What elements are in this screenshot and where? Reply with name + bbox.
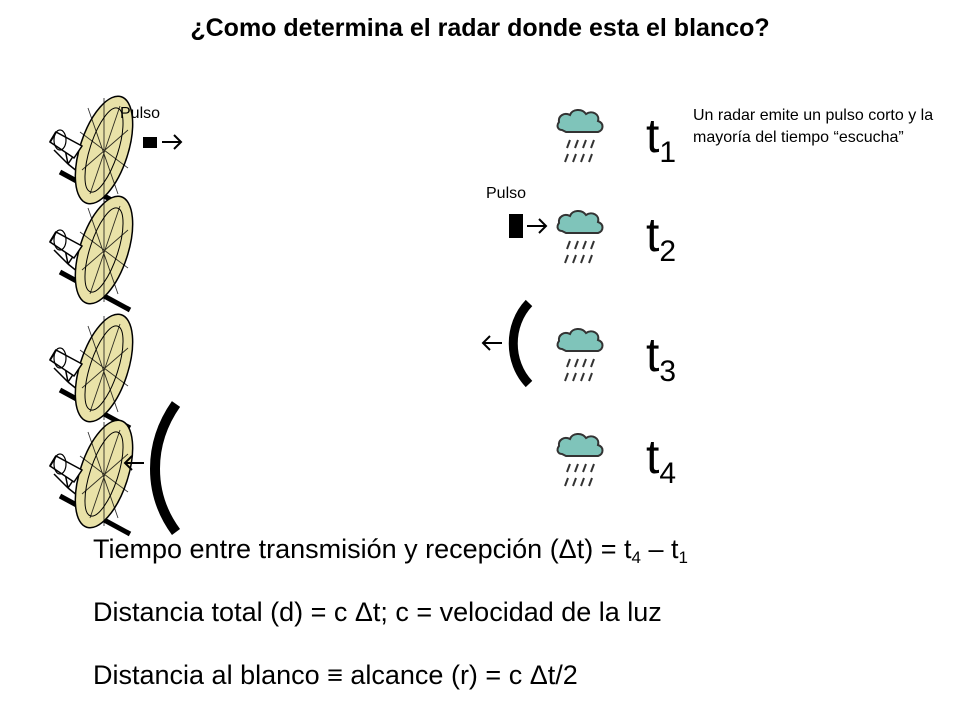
rain-cloud-icon <box>556 327 604 382</box>
time-label-t2: t2 <box>646 209 677 268</box>
time-label-t3: t3 <box>646 329 677 388</box>
rain-cloud-icon <box>556 108 604 163</box>
radar-dish-icon <box>50 189 144 310</box>
echo-arc <box>508 299 533 388</box>
pulse-label: Pulso <box>486 185 527 202</box>
arrow-right-icon <box>527 218 548 234</box>
description-text: Un radar emite un pulso corto y la mayor… <box>693 107 934 146</box>
page-title: ¿Como determina el radar donde esta el b… <box>190 14 770 42</box>
pulse-block <box>509 214 523 238</box>
equation-range: Distancia al blanco ≡ alcance (r) = c Δt… <box>93 660 578 690</box>
radar-dish-icon <box>50 307 144 428</box>
arrow-left-icon <box>123 455 144 471</box>
pulse-block <box>143 137 157 148</box>
rain-cloud-icon <box>556 209 604 264</box>
time-label-t4: t4 <box>646 431 677 490</box>
equation-delta-t: Tiempo entre transmisión y recepción (Δt… <box>93 534 688 567</box>
arrow-right-icon <box>162 134 183 150</box>
time-label-t1: t1 <box>646 110 677 169</box>
arrow-left-icon <box>481 335 502 351</box>
pulse-label: Pulso <box>120 105 161 122</box>
radar-dish-icon <box>50 413 144 534</box>
rain-cloud-icon <box>556 432 604 487</box>
equation-total-distance: Distancia total (d) = c Δt; c = velocida… <box>93 597 662 627</box>
echo-arc <box>150 401 181 535</box>
